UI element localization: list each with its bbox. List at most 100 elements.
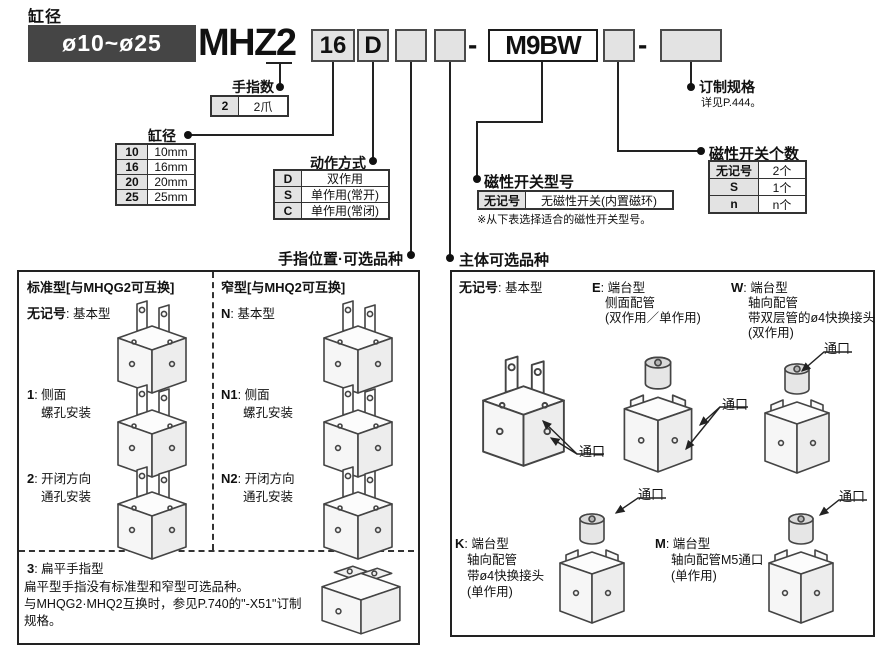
bullet-made-to-order bbox=[687, 83, 695, 91]
option-desc: : 扁平手指型 bbox=[34, 562, 104, 576]
finger-count-table: 2 2爪 bbox=[210, 95, 289, 117]
bore-value: 20mm bbox=[154, 175, 188, 189]
option-desc: : 基本型 bbox=[66, 307, 111, 321]
option-desc: : 侧面 bbox=[34, 388, 67, 402]
port-label-k: 通口 bbox=[638, 487, 665, 502]
option-code: K bbox=[455, 536, 465, 551]
table-row: 10 10mm bbox=[117, 145, 194, 159]
option-std-1-line2: 螺孔安装 bbox=[41, 406, 92, 420]
bore-code: 16 bbox=[117, 160, 148, 174]
table-row: 25 25mm bbox=[117, 189, 194, 204]
flat-note-2: 与MHQG2·MHQ2互换时，参见P.740的"-X51"订制 bbox=[24, 597, 302, 611]
gripper-figure-body-w bbox=[764, 363, 830, 474]
bore-value: 10mm bbox=[154, 145, 188, 159]
body-option-m-line: 轴向配管M5通口 bbox=[671, 553, 764, 567]
code-box-bore: 16 bbox=[311, 29, 355, 62]
option-desc: : 端台型 bbox=[464, 537, 509, 551]
action-code: D bbox=[275, 171, 302, 186]
bullet-finger-count bbox=[276, 83, 284, 91]
bore-label: 缸径 bbox=[148, 128, 176, 144]
finger-count-value: 2爪 bbox=[253, 99, 273, 114]
made-to-order-note: 详见P.444。 bbox=[701, 97, 762, 109]
body-option-w-line: (双作用) bbox=[748, 326, 794, 340]
option-std-basic: 无记号: 基本型 bbox=[27, 303, 110, 322]
option-std-2-line2: 通孔安装 bbox=[41, 490, 92, 504]
bore-code: 10 bbox=[117, 145, 148, 159]
option-std-1: 1: 侧面 bbox=[27, 384, 66, 403]
option-narrow-2: N2: 开闭方向 bbox=[221, 468, 295, 487]
option-code: 2 bbox=[27, 471, 35, 486]
gripper-figure-body-m bbox=[768, 513, 834, 624]
bore-value: 25mm bbox=[154, 190, 188, 204]
flat-note-3: 规格。 bbox=[24, 614, 62, 628]
bullet-finger-position bbox=[407, 251, 415, 259]
switch-qty-value: n个 bbox=[772, 197, 792, 212]
line-action bbox=[372, 62, 374, 160]
option-code: N1 bbox=[221, 387, 238, 402]
gripper-figure-body-basic bbox=[482, 355, 565, 467]
option-code: N bbox=[221, 306, 231, 321]
switch-qty-value: 2个 bbox=[772, 163, 792, 178]
gripper-figure-narrow-2 bbox=[323, 466, 393, 560]
switch-qty-code: n bbox=[710, 196, 759, 212]
code-box-action: D bbox=[357, 29, 389, 62]
code-box-finger-position bbox=[395, 29, 427, 62]
option-code: W bbox=[731, 280, 744, 295]
option-narrow-basic: N: 基本型 bbox=[221, 303, 275, 322]
body-option-k-line: 带ø4快换接头 bbox=[467, 569, 545, 583]
model-fingers-digit: 2 bbox=[275, 22, 297, 64]
option-narrow-2-line2: 通孔安装 bbox=[243, 490, 294, 504]
bullet-bore bbox=[184, 131, 192, 139]
body-option-e-line: 侧面配管 bbox=[605, 296, 656, 310]
bullet-body-option bbox=[446, 254, 454, 262]
body-option-w-line: 带双层管的ø4快换接头 bbox=[748, 311, 876, 325]
port-label-basic: 通口 bbox=[579, 444, 606, 459]
page-title: 缸径 bbox=[28, 9, 63, 26]
table-row: S 单作用(常开) bbox=[275, 186, 388, 202]
option-desc: : 端台型 bbox=[743, 281, 788, 295]
option-desc: : 侧面 bbox=[237, 388, 270, 402]
option-desc: : 开闭方向 bbox=[237, 472, 295, 486]
bore-code: 20 bbox=[117, 175, 148, 189]
body-option-e: E: 端台型 bbox=[592, 277, 645, 296]
model-prefix: MHZ bbox=[198, 22, 277, 64]
finger-position-title: 手指位置·可选品种 bbox=[278, 251, 403, 268]
body-option-k-line: 轴向配管 bbox=[467, 553, 518, 567]
line-switch-qty-v bbox=[617, 62, 619, 152]
code-box-made-to-order bbox=[660, 29, 722, 62]
option-desc: : 基本型 bbox=[230, 307, 275, 321]
made-to-order-label: 订制规格 bbox=[699, 79, 755, 95]
line-switch-v2 bbox=[476, 121, 478, 178]
action-value: 单作用(常闭) bbox=[311, 204, 379, 218]
gripper-figure-flat bbox=[321, 565, 401, 635]
switch-qty-code: 无记号 bbox=[710, 162, 759, 178]
bore-code: 25 bbox=[117, 190, 148, 204]
narrow-column-header: 窄型[与MHQ2可互换] bbox=[221, 280, 346, 295]
bullet-switch-qty bbox=[697, 147, 705, 155]
bullet-action bbox=[369, 157, 377, 165]
body-option-none: 无记号: 基本型 bbox=[459, 277, 542, 296]
line-finger-position bbox=[410, 62, 412, 254]
action-code: S bbox=[275, 187, 302, 202]
body-option-k-line: (单作用) bbox=[467, 585, 513, 599]
finger-position-separator bbox=[19, 550, 414, 552]
option-code: 1 bbox=[27, 387, 35, 402]
body-option-k: K: 端台型 bbox=[455, 533, 509, 552]
bore-range-banner: ø10~ø25 bbox=[28, 25, 196, 62]
body-option-w: W: 端台型 bbox=[731, 277, 788, 296]
bullet-switch-model bbox=[473, 175, 481, 183]
switch-qty-value: 1个 bbox=[772, 180, 792, 195]
switch-model-note: ※从下表选择适合的磁性开关型号。 bbox=[477, 214, 652, 226]
line-switch-v1 bbox=[541, 62, 543, 123]
option-code: 3 bbox=[27, 561, 35, 576]
line-switch-qty-h bbox=[617, 150, 699, 152]
standard-column-header: 标准型[与MHQG2可互换] bbox=[27, 280, 175, 295]
action-value: 单作用(常开) bbox=[311, 188, 379, 202]
option-narrow-1-line2: 螺孔安装 bbox=[243, 406, 294, 420]
